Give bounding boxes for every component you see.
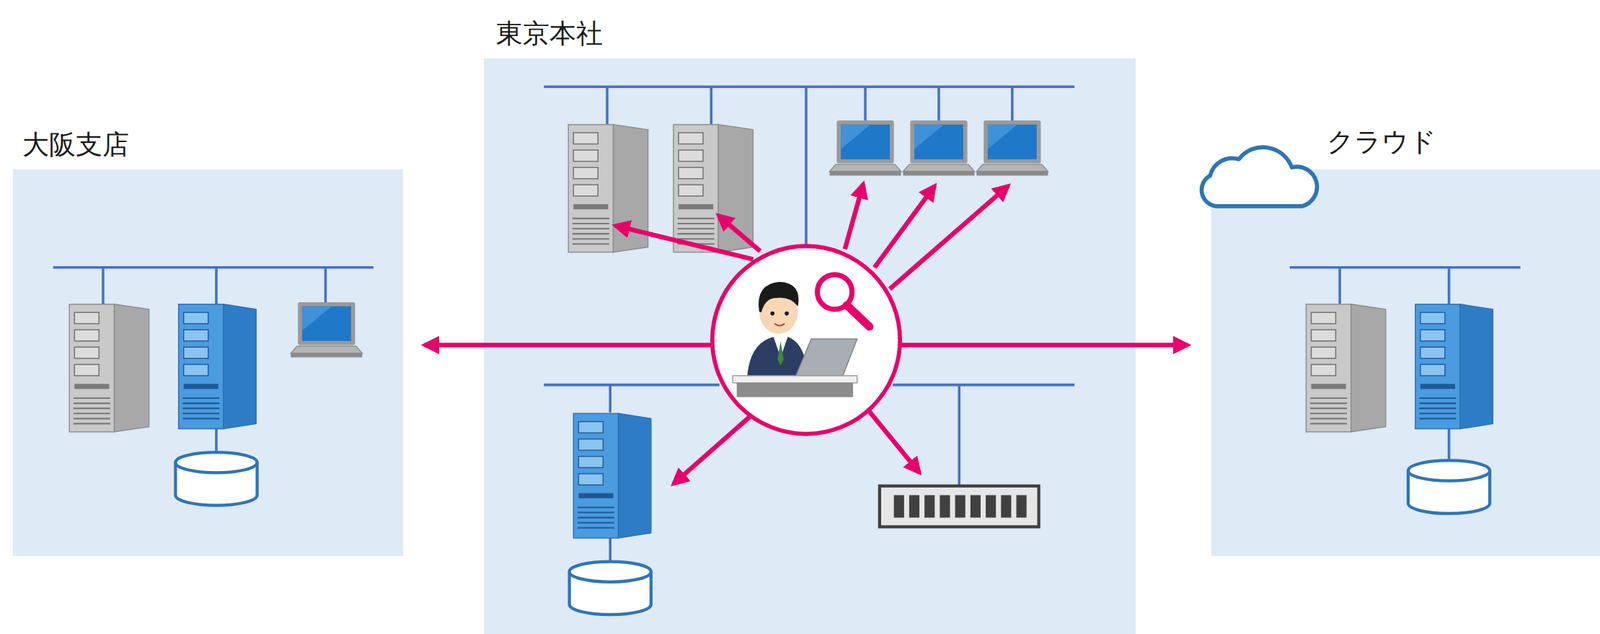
osaka-region: 大阪支店 (12, 169, 404, 556)
region-heading: 東京本社 (496, 18, 603, 50)
region-heading: 大阪支店 (22, 129, 130, 161)
region-heading: クラウド (1326, 126, 1437, 158)
tokyo-region: 東京本社 (483, 58, 1136, 634)
cloud-region: クラウド (1211, 169, 1600, 556)
